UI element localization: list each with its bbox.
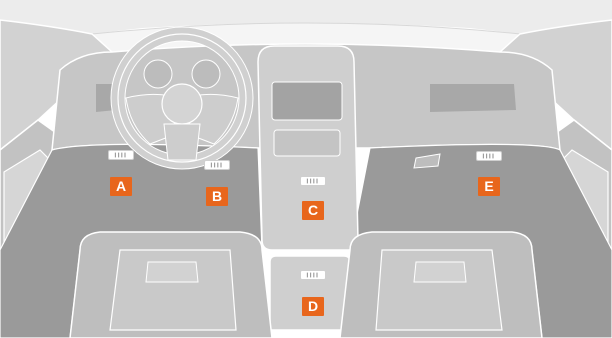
vent-marker-c: C (302, 201, 324, 220)
vent-a (108, 150, 134, 160)
vent-grille-icon (301, 177, 325, 185)
vent-grille-icon (477, 152, 501, 160)
vent-marker-a: A (110, 177, 132, 196)
vent-marker-e: E (478, 177, 500, 196)
driver-seat-top (146, 262, 198, 282)
vent-marker-d: D (302, 297, 324, 316)
vent-grille-icon (301, 271, 325, 279)
climate-panel (274, 130, 340, 156)
vent-e (476, 151, 502, 161)
vent-grille-icon (109, 151, 133, 159)
rear-console (270, 256, 350, 330)
passenger-seat-top (414, 262, 466, 282)
dashboard-right-trim (430, 84, 516, 112)
infotainment-screen (272, 82, 342, 120)
vent-d (300, 270, 326, 280)
vent-marker-b: B (206, 187, 228, 206)
vent-c (300, 176, 326, 186)
vent-grille-icon (205, 161, 229, 169)
vent-b (204, 160, 230, 170)
